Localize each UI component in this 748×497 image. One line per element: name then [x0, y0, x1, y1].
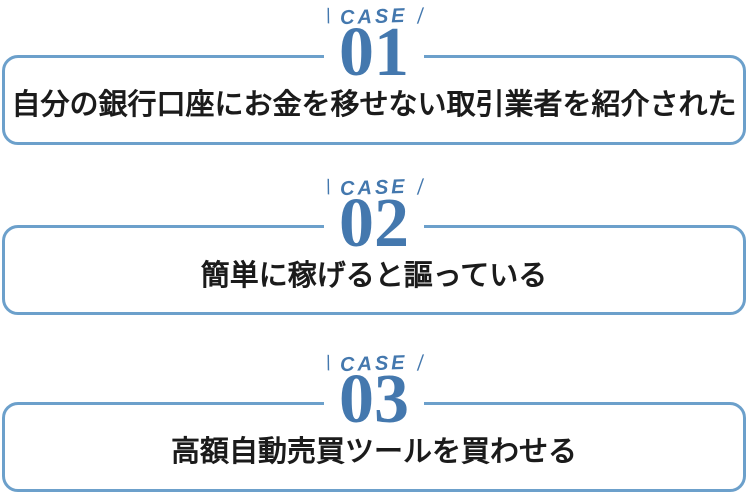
tick-left-icon: \	[323, 349, 333, 376]
tick-left-icon: \	[323, 2, 333, 29]
tick-right-icon: /	[415, 349, 425, 376]
case-02-text: 簡単に稼げると謳っている	[200, 257, 548, 292]
tick-left-icon: \	[323, 173, 333, 199]
case-section-01: \ CASE / 01 自分の銀行口座にお金を移せない取引業者を紹介された	[0, 2, 748, 145]
case-01-number-text: 01	[324, 18, 424, 87]
case-03-card: 高額自動売買ツールを買わせる	[2, 401, 746, 492]
case-03-header: \ CASE /	[0, 349, 748, 377]
case-01-tag: CASE	[339, 4, 409, 30]
case-section-03: \ CASE / 03 高額自動売買ツールを買わせる	[0, 349, 748, 492]
case-03-text: 高額自動売買ツールを買わせる	[170, 434, 577, 469]
case-01-header: \ CASE /	[0, 2, 748, 30]
case-02-header: \ CASE /	[0, 173, 748, 201]
case-02-number-text: 02	[324, 188, 424, 258]
tick-right-icon: /	[415, 173, 425, 199]
case-02-tag: CASE	[339, 175, 409, 200]
tick-right-icon: /	[415, 2, 425, 29]
case-section-02: \ CASE / 02 簡単に稼げると謳っている	[0, 173, 748, 316]
case-01-text: 自分の銀行口座にお金を移せない取引業者を紹介された	[11, 87, 737, 122]
case-03-number: 03	[0, 365, 748, 434]
case-01-number: 01	[0, 18, 748, 87]
case-03-number-text: 03	[324, 365, 424, 434]
case-03-tag: CASE	[339, 352, 409, 377]
case-02-number: 02	[0, 188, 748, 258]
